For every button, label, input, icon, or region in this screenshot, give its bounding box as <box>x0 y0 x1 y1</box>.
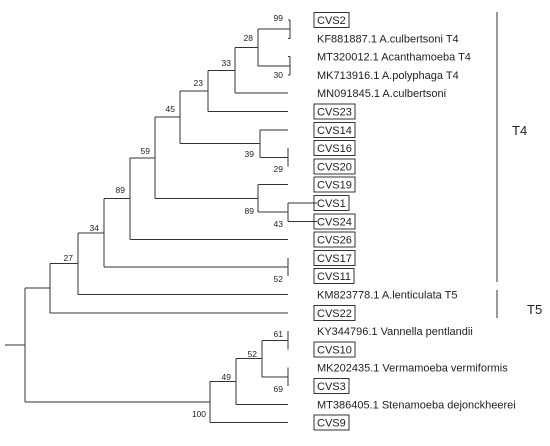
bootstrap-n1: 99 <box>274 13 284 23</box>
taxon-label-MK202435: MK202435.1 Vermamoeba vermiformis <box>317 363 508 375</box>
taxon-label-CVS16: CVS16 <box>317 143 352 155</box>
isolate-box-CVS3 <box>313 378 350 394</box>
taxon-label-KM823778: KM823778.1 A.lenticulata T5 <box>317 290 457 302</box>
bootstrap-n8: 45 <box>166 104 176 114</box>
taxon-label-KF881887: KF881887.1 A.culbertsoni T4 <box>317 33 459 45</box>
bootstrap-n10: 89 <box>245 206 255 216</box>
bootstrap-n9: 43 <box>274 219 284 229</box>
taxon-label-MT320012: MT320012.1 Acanthamoeba T4 <box>317 52 471 64</box>
taxon-label-CVS26: CVS26 <box>317 235 352 247</box>
bootstrap-n7: 39 <box>245 149 255 159</box>
bootstrap-n13: 52 <box>274 274 284 284</box>
bootstrap-n19: 52 <box>248 349 258 359</box>
isolate-box-CVS10 <box>313 341 356 358</box>
taxon-label-CVS2: CVS2 <box>317 15 346 27</box>
bootstrap-n11: 59 <box>141 146 151 156</box>
isolate-box-CVS22 <box>313 304 356 321</box>
bootstrap-n21: 100 <box>192 409 206 419</box>
isolate-box-CVS14 <box>313 121 356 138</box>
bootstrap-n12: 89 <box>116 185 126 195</box>
bootstrap-n20: 49 <box>222 372 232 382</box>
tree-branches <box>5 19 317 424</box>
bootstrap-n2: 30 <box>274 70 284 80</box>
taxon-label-CVS3: CVS3 <box>317 381 346 393</box>
isolate-box-CVS26 <box>313 231 356 248</box>
bootstrap-n18: 69 <box>274 384 284 394</box>
bootstrap-n3: 28 <box>244 33 254 43</box>
bootstrap-n6: 29 <box>274 164 284 174</box>
bootstrap-n14: 34 <box>90 223 100 233</box>
taxon-label-KY344796: KY344796.1 Vannella pentlandii <box>317 326 473 338</box>
isolate-box-CVS23 <box>313 103 356 120</box>
taxon-label-CVS11: CVS11 <box>317 271 351 283</box>
isolate-box-CVS24 <box>313 213 356 230</box>
isolate-box-CVS9 <box>313 414 350 431</box>
taxon-label-CVS1: CVS1 <box>317 198 346 210</box>
taxon-label-CVS9: CVS9 <box>317 418 346 430</box>
clade-label-t5: T5 <box>527 302 542 317</box>
taxon-label-CVS10: CVS10 <box>317 344 352 356</box>
taxon-label-MK713916: MK713916.1 A.polyphaga T4 <box>317 70 459 82</box>
bootstrap-n15: 27 <box>64 253 74 263</box>
bootstrap-n4: 33 <box>222 58 232 68</box>
taxon-label-CVS24: CVS24 <box>317 216 352 228</box>
taxon-label-CVS23: CVS23 <box>317 107 352 119</box>
taxon-label-MN091845: MN091845.1 A.culbertsoni <box>317 88 446 100</box>
isolate-box-CVS19 <box>313 176 356 193</box>
isolate-box-CVS2 <box>313 12 350 28</box>
clade-label-t4: T4 <box>512 123 527 138</box>
isolate-box-CVS1 <box>313 195 350 211</box>
isolate-box-CVS17 <box>313 249 356 266</box>
taxon-label-CVS17: CVS17 <box>317 253 352 265</box>
taxon-label-CVS14: CVS14 <box>317 125 352 137</box>
bootstrap-n17: 61 <box>274 329 284 339</box>
bootstrap-n5: 23 <box>194 78 204 88</box>
taxon-label-CVS20: CVS20 <box>317 161 352 173</box>
taxon-label-CVS22: CVS22 <box>317 308 352 320</box>
isolate-box-CVS11 <box>313 268 355 285</box>
taxon-label-MT386405: MT386405.1 Stenamoeba dejonckheerei <box>317 399 516 411</box>
taxon-label-CVS19: CVS19 <box>317 180 352 192</box>
bootstrap-values: 99 30 28 33 23 29 39 45 43 89 59 89 52 34 27 61 69 52 49 10… <box>64 13 284 419</box>
isolate-box-CVS16 <box>313 140 356 157</box>
isolate-box-CVS20 <box>313 158 356 175</box>
